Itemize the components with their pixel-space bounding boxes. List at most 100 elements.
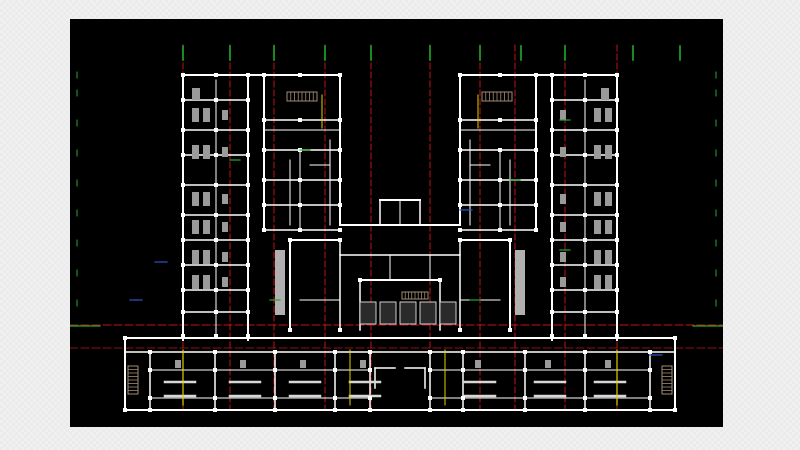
fixture-block [560,277,566,287]
fixture-block [360,360,366,368]
column-node [123,336,127,340]
column-node [262,73,266,77]
fixture-block [560,110,566,120]
column-node [123,408,127,412]
axis-tick-marks [70,45,723,327]
column-node [213,408,217,412]
column-node [368,396,372,400]
column-node [246,73,250,77]
fixture-block [594,250,601,264]
column-node [648,368,652,372]
fixture-block [560,194,566,204]
fixture-block [192,88,200,100]
column-node [148,368,152,372]
fixture-block [203,192,210,206]
fixture-block [192,145,199,159]
column-node [262,203,266,207]
column-node [181,334,185,338]
column-node [298,118,302,122]
column-node [438,278,442,282]
fixture-block [192,275,199,289]
fixture-block [192,192,199,206]
column-node [534,178,538,182]
column-node [550,310,554,314]
fixture-block [601,88,609,100]
column-node [534,118,538,122]
column-node [262,228,266,232]
column-node [338,178,342,182]
column-node [615,334,619,338]
fixture-block [203,145,210,159]
column-node [615,238,619,242]
column-node [498,178,502,182]
fixture-block [222,222,228,232]
fixture-block [594,145,601,159]
column-node [214,334,218,338]
column-node [523,396,527,400]
column-node [461,368,465,372]
column-node [181,153,185,157]
fixture-block [203,250,210,264]
column-node [648,350,652,354]
lobby-panel [439,301,457,325]
column-node [498,118,502,122]
column-node [213,350,217,354]
column-node [583,334,587,338]
column-node [673,408,677,412]
column-node [583,408,587,412]
column-node [273,408,277,412]
column-node [214,238,218,242]
column-node [428,408,432,412]
column-node [534,203,538,207]
fixture-block [275,250,285,315]
column-node [148,396,152,400]
walls-layer [124,74,676,411]
column-node [508,328,512,332]
lobby-panel [379,301,397,325]
column-node [583,213,587,217]
column-node [298,228,302,232]
column-node [458,238,462,242]
column-node [181,183,185,187]
column-node [246,213,250,217]
column-node [523,408,527,412]
fixture-block [605,250,612,264]
column-node [273,396,277,400]
column-node [648,396,652,400]
column-node [214,128,218,132]
column-node [428,368,432,372]
column-node [615,288,619,292]
column-node [550,238,554,242]
column-node [338,118,342,122]
fixture-block [222,147,228,157]
column-node [615,153,619,157]
column-node [181,73,185,77]
column-node [298,203,302,207]
fixture-block [515,250,525,315]
column-node [181,238,185,242]
fixture-block [605,108,612,122]
column-node [523,350,527,354]
fixture-block [594,108,601,122]
column-node [583,396,587,400]
column-node [246,334,250,338]
column-node [333,350,337,354]
fixture-block [594,220,601,234]
column-node [338,328,342,332]
column-node [338,148,342,152]
column-node [358,278,362,282]
column-node [181,213,185,217]
lobby-panel [419,301,437,325]
fixture-block [175,360,181,368]
cad-drawing-viewport[interactable] [70,19,723,427]
column-node [288,238,292,242]
column-node [534,228,538,232]
column-node [534,148,538,152]
column-node [583,183,587,187]
column-node [498,148,502,152]
fixture-block [594,275,601,289]
column-node [246,238,250,242]
column-node [333,408,337,412]
column-node [368,350,372,354]
column-node [273,350,277,354]
